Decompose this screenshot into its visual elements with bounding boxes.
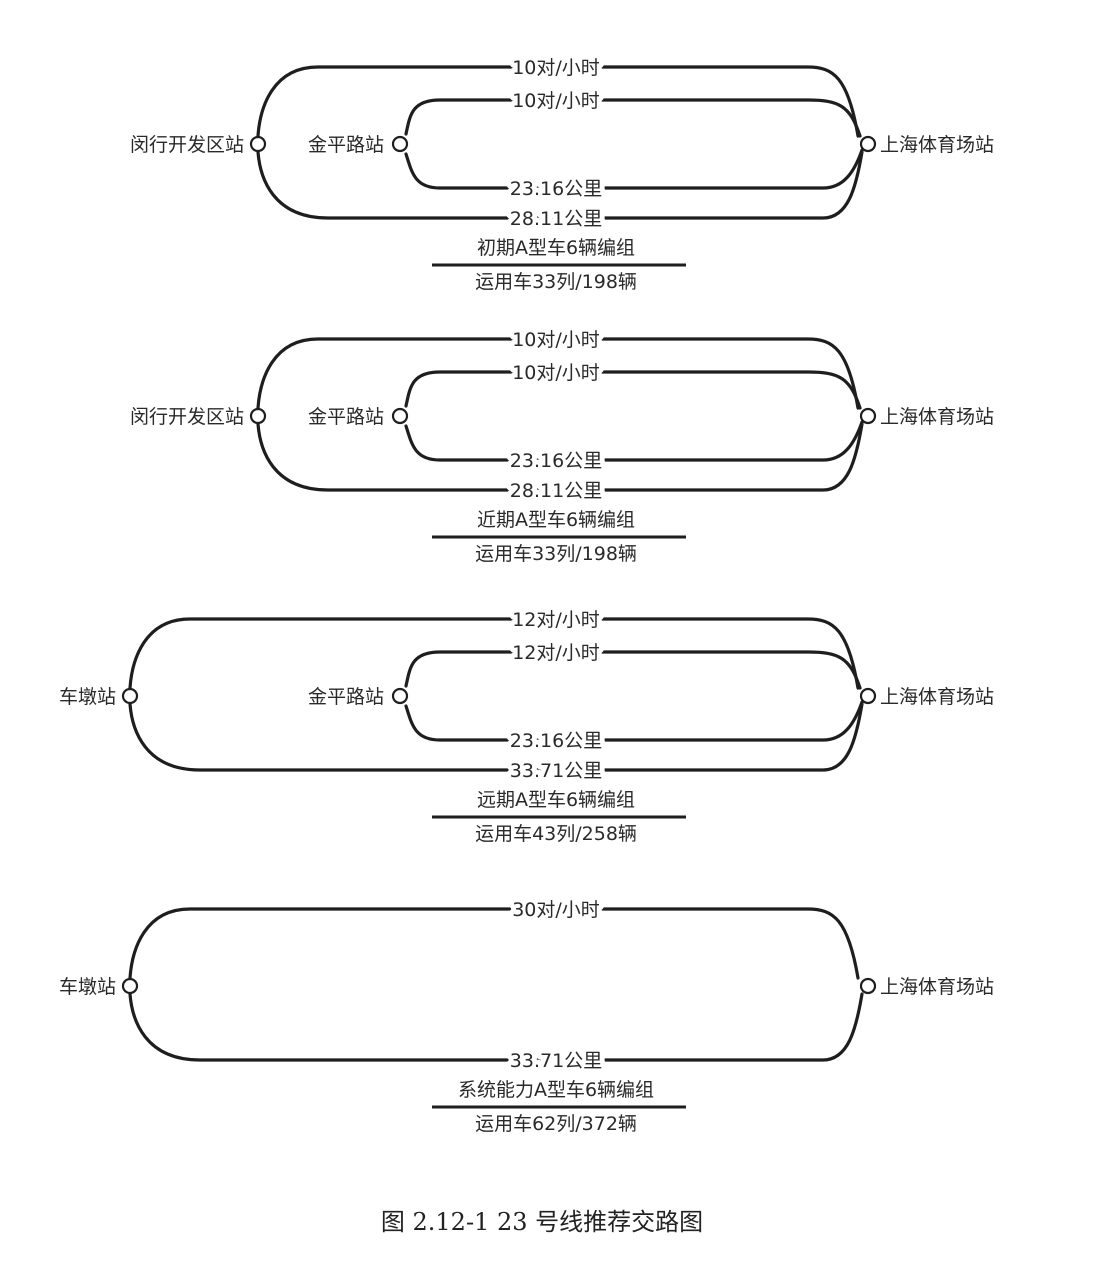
station-name-left: 闵行开发区站 (130, 134, 244, 156)
inner-distance-label: 23.16公里 (510, 450, 602, 472)
station-name-right: 上海体育场站 (880, 976, 994, 998)
station-name-left: 闵行开发区站 (130, 406, 244, 428)
station-marker-left (249, 135, 267, 153)
inner-route-line (404, 650, 864, 742)
station-marker-mid (391, 407, 409, 425)
outer-distance-label: 33.71公里 (510, 1050, 602, 1072)
station-name-right: 上海体育场站 (880, 686, 994, 708)
station-name-left: 车墩站 (59, 686, 116, 708)
station-marker-mid (391, 687, 409, 705)
station-marker-left (121, 977, 139, 995)
stage-label: 系统能力A型车6辆编组 (458, 1079, 654, 1101)
station-name-mid: 金平路站 (308, 406, 384, 428)
station-marker-right (859, 687, 877, 705)
station-marker-right (859, 977, 877, 995)
fleet-label: 运用车33列/198辆 (475, 543, 637, 565)
stage-label: 远期A型车6辆编组 (477, 789, 635, 811)
inner-route-line (404, 370, 864, 462)
outer-route-line (256, 337, 864, 492)
outer-distance-label: 28.11公里 (510, 208, 602, 230)
station-name-right: 上海体育场站 (880, 134, 994, 156)
route-panel-3: 金平路站 12对/小时 23.16公里 车墩站 上海体育场站 12对/小时 33.71公里远… (59, 604, 994, 845)
route-panel-4: 车墩站 上海体育场站 30对/小时 33.71公里系统能力A型车6辆编组运用车62列/… (59, 894, 994, 1135)
outer-frequency-label: 30对/小时 (512, 899, 600, 921)
fleet-label: 运用车33列/198辆 (475, 271, 637, 293)
figure-caption: 图 2.12-1 23 号线推荐交路图 (381, 1208, 703, 1236)
stage-label: 初期A型车6辆编组 (477, 237, 635, 259)
inner-frequency-label: 12对/小时 (512, 642, 600, 664)
station-marker-right (859, 135, 877, 153)
station-name-right: 上海体育场站 (880, 406, 994, 428)
route-panel-2: 金平路站 10对/小时 23.16公里 闵行开发区站 上海体育场站 10对/小时 28.11… (130, 324, 994, 565)
stage-label: 近期A型车6辆编组 (477, 509, 635, 531)
station-marker-mid (391, 135, 409, 153)
inner-frequency-label: 10对/小时 (512, 362, 600, 384)
outer-frequency-label: 10对/小时 (512, 57, 600, 79)
outer-distance-label: 33.71公里 (510, 760, 602, 782)
fleet-label: 运用车43列/258辆 (475, 823, 637, 845)
outer-frequency-label: 10对/小时 (512, 329, 600, 351)
fleet-label: 运用车62列/372辆 (475, 1113, 637, 1135)
station-name-mid: 金平路站 (308, 134, 384, 156)
station-name-left: 车墩站 (59, 976, 116, 998)
inner-route-line (404, 98, 864, 190)
station-marker-left (249, 407, 267, 425)
inner-frequency-label: 10对/小时 (512, 90, 600, 112)
outer-frequency-label: 12对/小时 (512, 609, 600, 631)
outer-route-line (128, 907, 864, 1062)
outer-distance-label: 28.11公里 (510, 480, 602, 502)
outer-route-line (256, 65, 864, 220)
station-name-mid: 金平路站 (308, 686, 384, 708)
station-marker-left (121, 687, 139, 705)
outer-route-line (128, 617, 864, 772)
station-marker-right (859, 407, 877, 425)
inner-distance-label: 23.16公里 (510, 178, 602, 200)
route-panel-1: 金平路站 10对/小时 23.16公里 闵行开发区站 上海体育场站 10对/小时 28.11… (130, 52, 994, 293)
inner-distance-label: 23.16公里 (510, 730, 602, 752)
